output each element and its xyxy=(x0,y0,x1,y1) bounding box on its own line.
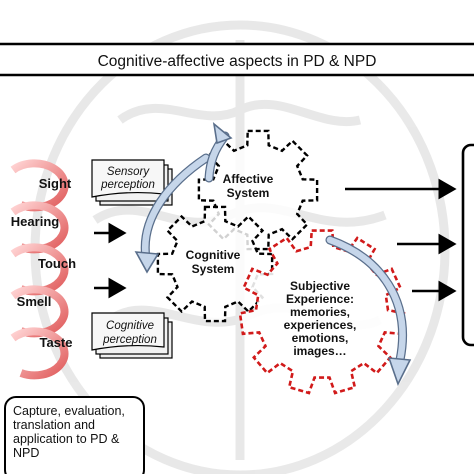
blue-arrow-left xyxy=(141,154,210,262)
blue-arrow-right-head xyxy=(387,357,412,387)
affective-label-line2: System xyxy=(227,186,270,200)
sense-arrows xyxy=(94,222,127,299)
blue-arrow-left-head xyxy=(134,251,160,274)
cognitive-perception-card: Cognitive perception xyxy=(91,312,173,359)
subjective-label-line6: images… xyxy=(293,344,346,358)
page-title: Cognitive-affective aspects in PD & NPD xyxy=(98,53,377,70)
cognitive-label-line1: Cognitive xyxy=(186,248,241,262)
title-banner: Cognitive-affective aspects in PD & NPD xyxy=(0,42,474,77)
subjective-experience-gear xyxy=(238,229,406,395)
cognitive-card-line2: perception xyxy=(102,334,157,346)
subjective-label-line1: Subjective xyxy=(290,279,350,293)
sense-label-hearing: Hearing xyxy=(11,214,59,229)
cognitive-card-line1: Cognitive xyxy=(106,320,154,332)
sensory-card-line1: Sensory xyxy=(107,166,150,178)
blue-arrow-right xyxy=(326,236,406,364)
sense-label-smell: Smell xyxy=(17,294,52,309)
capture-line4: NPD xyxy=(13,446,40,460)
subjective-label-line2: Experience: xyxy=(286,292,354,306)
sense-label-sight: Sight xyxy=(39,176,72,191)
sense-label-taste: Taste xyxy=(40,335,73,350)
affective-system-gear xyxy=(197,129,319,251)
capture-line1: Capture, evaluation, xyxy=(13,404,125,418)
subjective-label-line5: emotions, xyxy=(292,331,349,345)
capture-line2: translation and xyxy=(13,418,96,432)
capture-box: Capture, evaluation, translation and app… xyxy=(4,396,145,474)
cognitive-system-gear xyxy=(156,205,274,323)
subjective-label-line4: experiences, xyxy=(284,318,357,332)
capture-line3: application to PD & xyxy=(13,432,120,446)
sense-label-touch: Touch xyxy=(38,256,76,271)
output-arrows xyxy=(345,178,457,302)
affective-label-line1: Affective xyxy=(223,172,274,186)
sense-ring-taste xyxy=(10,327,69,380)
cognitive-label-line2: System xyxy=(192,262,235,276)
blue-arrow-top-head xyxy=(212,122,233,145)
sensory-perception-card: Sensory perception xyxy=(91,159,173,206)
sensory-card-line2: perception xyxy=(100,179,155,191)
sense-rings: Sight Hearing Touch Smell Taste xyxy=(10,159,76,380)
blue-curved-arrows xyxy=(134,122,412,387)
right-panel xyxy=(461,143,474,347)
subjective-label-line3: memories, xyxy=(290,305,350,319)
